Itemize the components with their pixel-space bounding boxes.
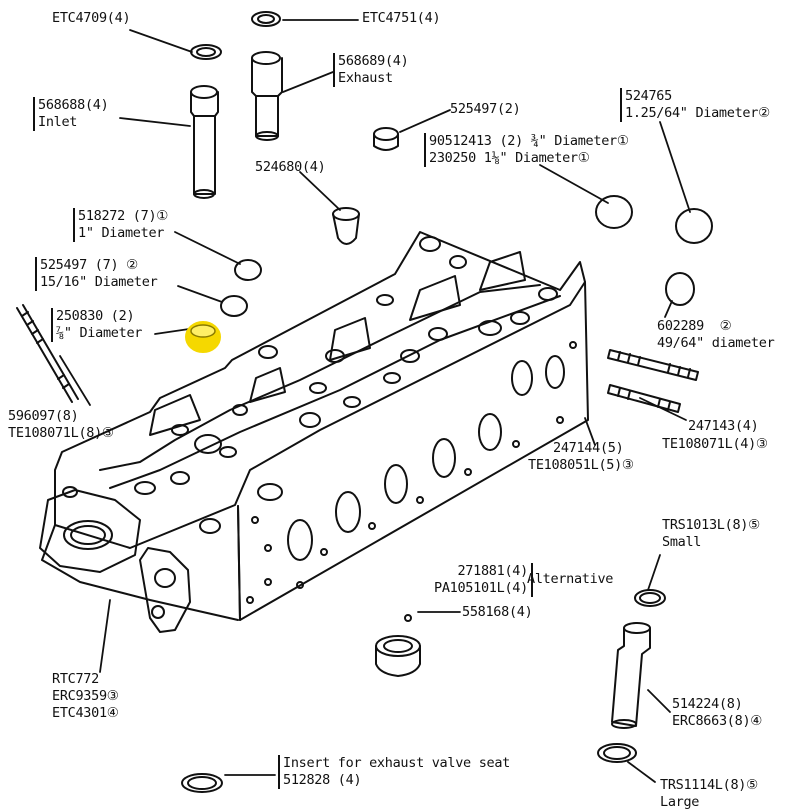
label-exhaust: Exhaust — [338, 70, 393, 86]
label-602289-circle: ② — [719, 318, 732, 334]
stud-596097-icon — [16, 304, 79, 403]
insert-558168-icon — [375, 635, 421, 677]
ring-etc4709-icon — [190, 44, 222, 60]
label-602289-diameter: 49/64" diameter — [657, 335, 775, 351]
label-558168: 558168(4) — [462, 604, 533, 620]
label-602289-group: 602289 ② 49/64" diameter — [657, 318, 775, 352]
label-insert-group: Insert for exhaust valve seat 512828 (4) — [278, 755, 510, 789]
label-250830-group: 250830 (2) ⅞" Diameter — [51, 308, 142, 342]
plug-518272-icon — [234, 259, 262, 281]
label-247143: 247143(4) — [688, 418, 759, 434]
leader-lines — [59, 19, 691, 783]
label-247144: 247144(5) — [553, 440, 624, 456]
label-514224-group: 514224(8) ERC8663(8)④ — [672, 696, 762, 730]
label-etc4751: ETC4751(4) — [362, 10, 441, 26]
label-trs1013-group: TRS1013L(8)⑤ Small — [662, 517, 760, 551]
label-250830: 250830 (2) — [56, 308, 135, 324]
label-te108051: TE108051L(5)③ — [528, 457, 634, 473]
stud-247144-icon — [607, 384, 681, 413]
label-te108071-right: TE108071L(4)③ — [662, 436, 768, 452]
label-small: Small — [662, 534, 702, 550]
plug-90512413-icon — [595, 195, 633, 229]
insert-512828-icon — [181, 773, 223, 793]
label-90512413: 90512413 (2) ¾" Diameter① — [429, 133, 629, 149]
label-512828: 512828 (4) — [283, 772, 362, 788]
label-518272-diameter: 1" Diameter — [78, 225, 165, 241]
label-568688: 568688(4) — [38, 97, 109, 113]
label-insert-text: Insert for exhaust valve seat — [283, 755, 511, 771]
dowel-524680-icon — [332, 207, 360, 245]
label-524680: 524680(4) — [255, 159, 326, 175]
plug-525497-icon — [220, 295, 248, 317]
label-erc8663: ERC8663(8)④ — [672, 713, 763, 729]
label-erc9359: ERC9359③ — [52, 688, 119, 704]
label-etc4709: ETC4709(4) — [52, 10, 131, 26]
label-alternative: Alternative — [527, 571, 614, 587]
label-568689-group: 568689(4) Exhaust — [333, 53, 409, 87]
label-etc4301: ETC4301④ — [52, 705, 119, 721]
label-518272: 518272 (7)① — [78, 208, 169, 224]
label-250830-diameter: ⅞" Diameter — [56, 325, 143, 341]
stud-247143-icon — [607, 349, 699, 381]
label-596097: 596097(8) — [8, 408, 79, 424]
valve-guide-514224-icon — [611, 622, 651, 729]
label-trs1114-group: TRS1114L(8)⑤ Large — [660, 777, 758, 811]
cylinder-head-icon — [39, 231, 589, 633]
label-trs1114: TRS1114L(8)⑤ — [660, 777, 758, 793]
label-te108071-left: TE108071L(8)③ — [8, 425, 114, 441]
plug-602289-icon — [665, 272, 695, 306]
inlet-valve-guide-icon — [190, 85, 219, 199]
label-230250: 230250 1⅛" Diameter① — [429, 150, 590, 166]
label-514224: 514224(8) — [672, 696, 743, 712]
label-568688-group: 568688(4) Inlet — [33, 97, 109, 131]
plug-524765-icon — [675, 208, 713, 244]
label-525497-diameter: 15/16" Diameter — [40, 274, 158, 290]
label-271881: 271881(4) — [457, 563, 528, 579]
label-trs1013: TRS1013L(8)⑤ — [662, 517, 760, 533]
plug-250830-icon — [185, 321, 221, 353]
label-596097-group: 596097(8) TE108071L(8)③ — [8, 408, 114, 442]
label-525497: 525497 (7) ② — [40, 257, 138, 273]
ring-trs1013-icon — [634, 589, 666, 607]
label-90512413-group: 90512413 (2) ¾" Diameter① 230250 1⅛" Dia… — [424, 133, 629, 167]
label-pa105101: PA105101L(4) — [434, 580, 528, 596]
label-rtc772: RTC772 — [52, 671, 99, 687]
label-inlet: Inlet — [38, 114, 78, 130]
label-518272-group: 518272 (7)① 1" Diameter — [73, 208, 168, 242]
label-524765: 524765 — [625, 88, 672, 104]
label-524765-diameter: 1.25/64" Diameter② — [625, 105, 770, 121]
label-large: Large — [660, 794, 700, 810]
label-rtc772-group: RTC772 ERC9359③ ETC4301④ — [52, 671, 119, 722]
label-568689: 568689(4) — [338, 53, 409, 69]
exhaust-valve-guide-icon — [251, 51, 283, 141]
label-525497-group: 525497 (7) ② 15/16" Diameter — [35, 257, 158, 291]
ring-trs1114-icon — [597, 743, 637, 763]
clip-271881-icon — [404, 614, 412, 622]
label-525497-top: 525497(2) — [450, 101, 521, 117]
label-602289: 602289 — [657, 318, 704, 334]
label-alternative-group: 271881(4) PA105101L(4) — [434, 563, 533, 597]
label-524765-group: 524765 1.25/64" Diameter② — [620, 88, 770, 122]
ring-etc4751-icon — [251, 11, 281, 27]
plug-525497-top-icon — [373, 127, 399, 151]
